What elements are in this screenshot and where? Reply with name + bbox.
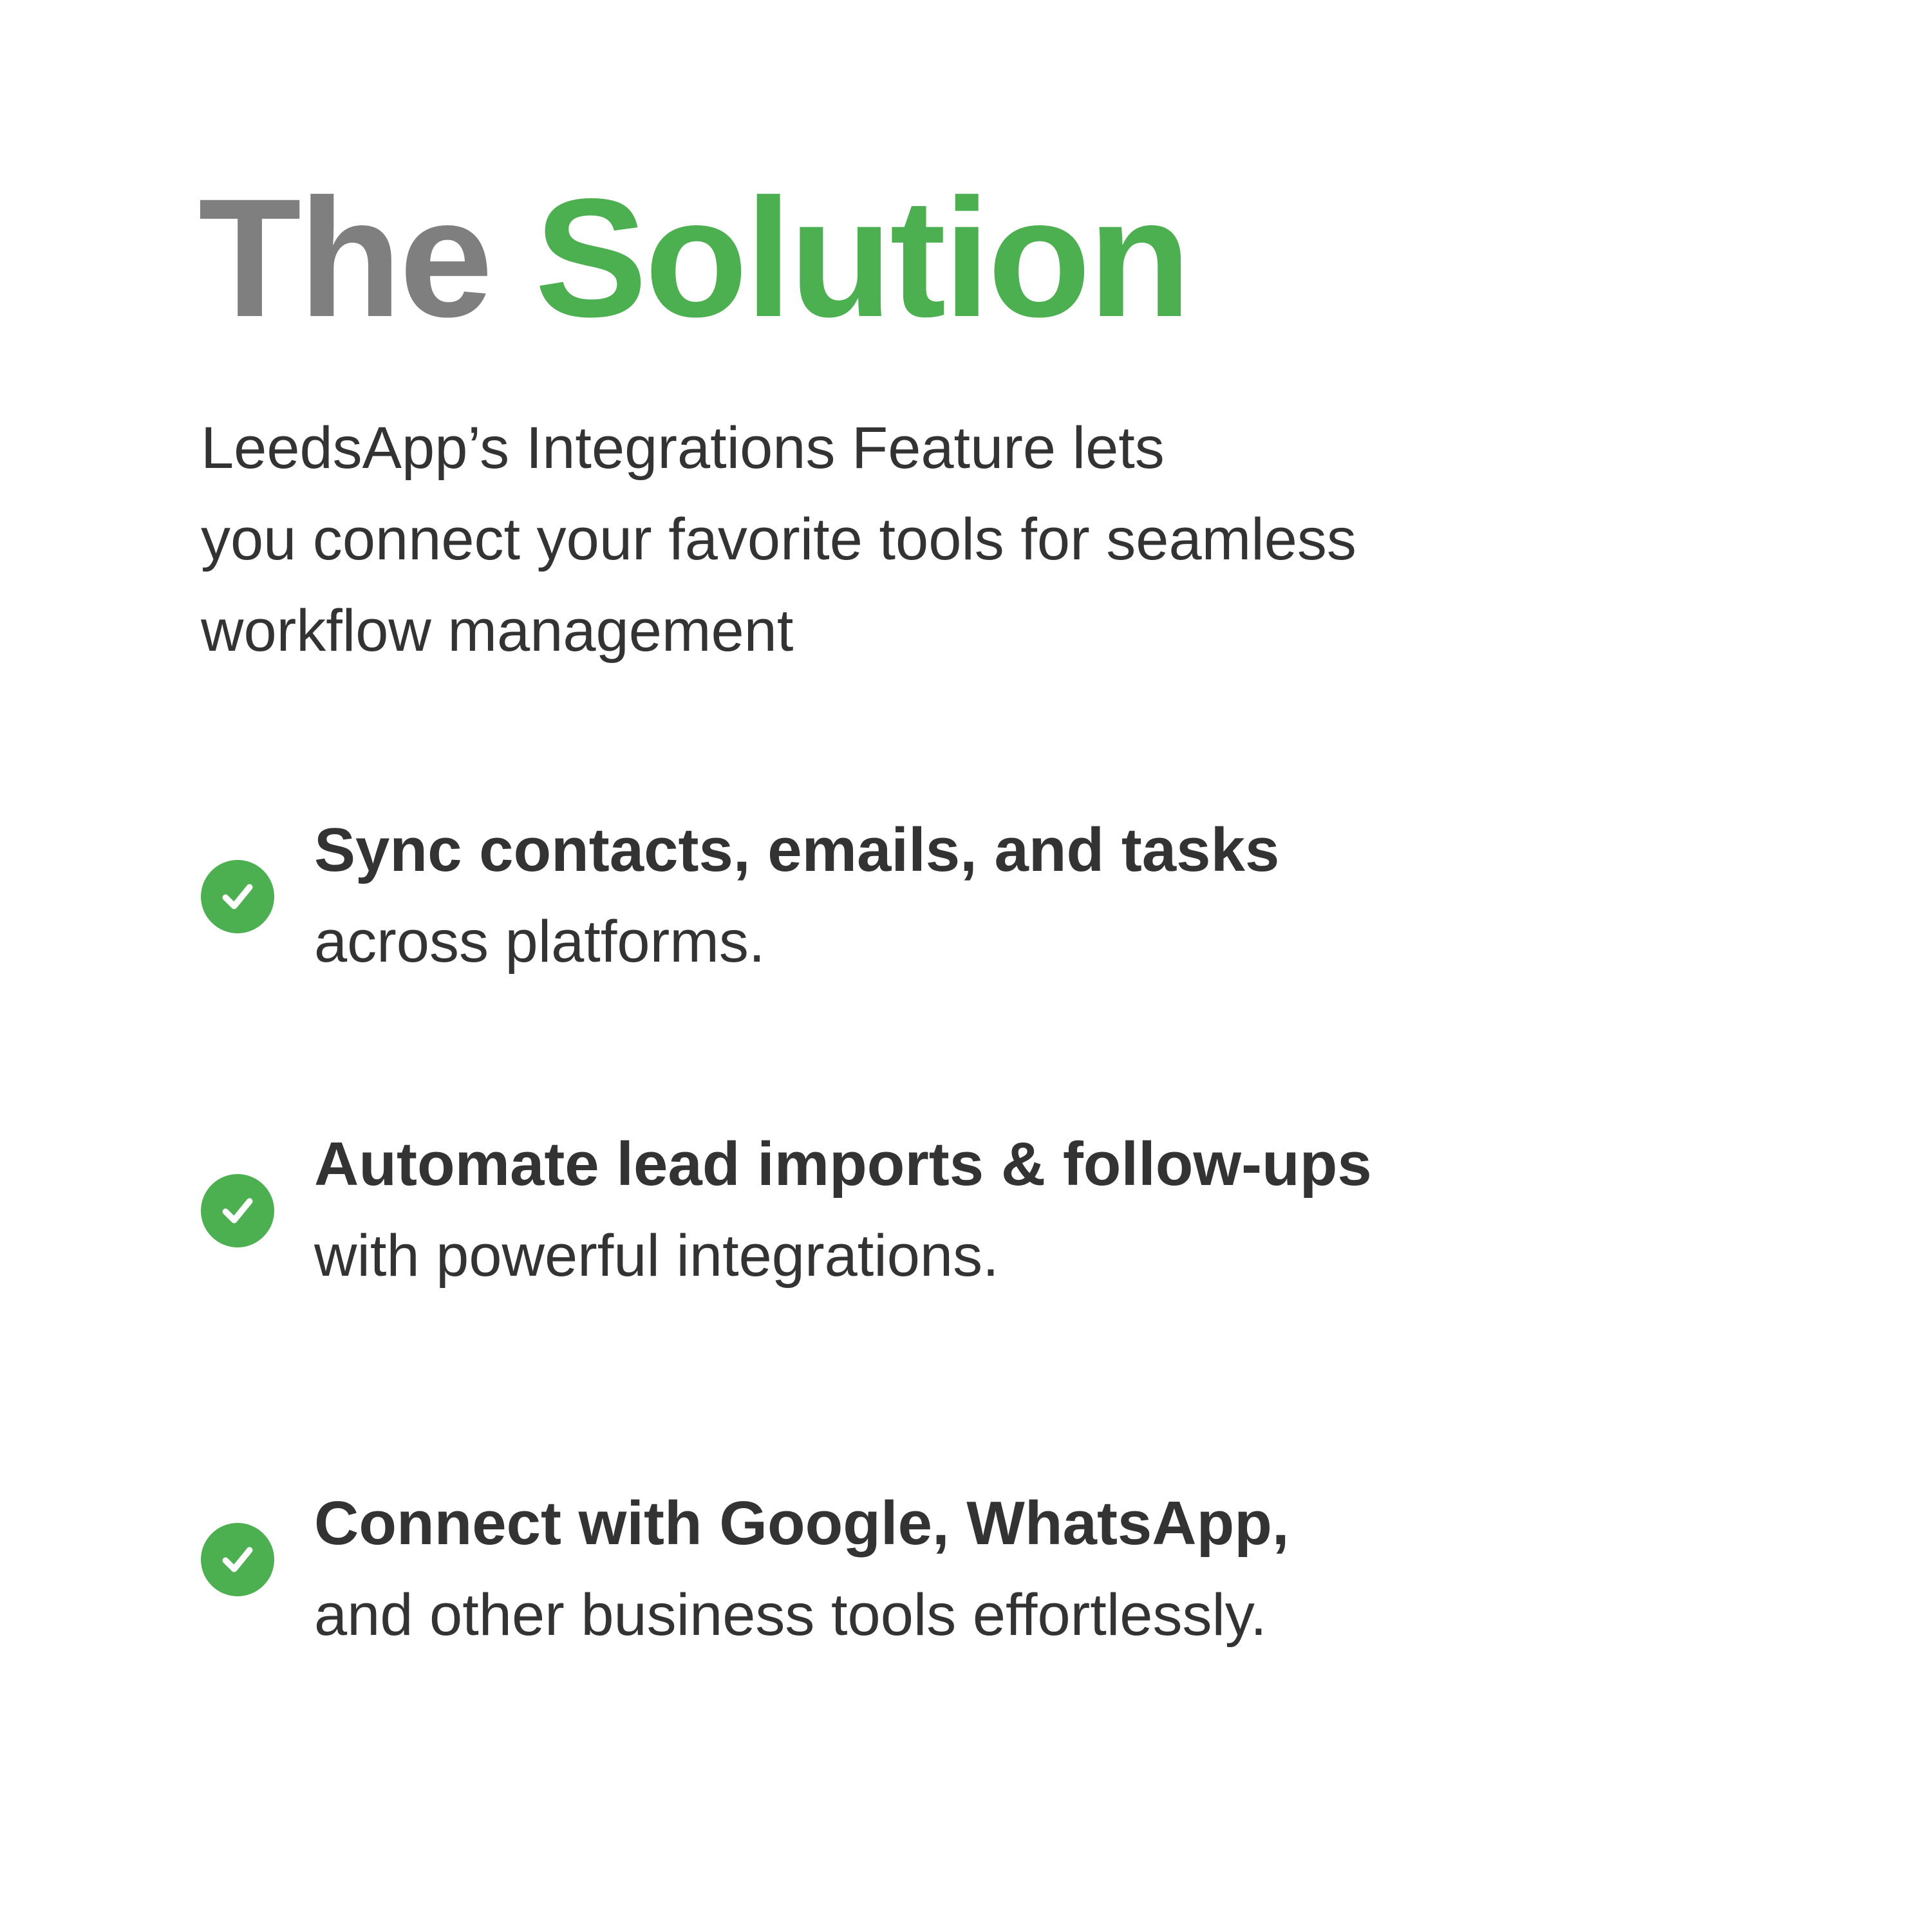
feature-text: Sync contacts, emails, and tasks across … bbox=[314, 805, 1279, 987]
title-word-the: The bbox=[198, 163, 493, 352]
feature-description: across platforms. bbox=[314, 909, 765, 975]
feature-heading: Sync contacts, emails, and tasks bbox=[314, 816, 1280, 884]
feature-description: with powerful integrations. bbox=[314, 1223, 999, 1289]
feature-heading: Automate lead imports & follow-ups bbox=[314, 1130, 1372, 1199]
feature-heading: Connect with Google, WhatsApp, bbox=[314, 1489, 1290, 1558]
check-circle-icon bbox=[201, 1523, 274, 1596]
check-circle-icon bbox=[201, 1174, 274, 1247]
intro-paragraph: LeedsApp’s Integrations Feature lets you… bbox=[201, 402, 1553, 676]
intro-line: workflow management bbox=[201, 598, 794, 664]
page-title: The Solution bbox=[198, 174, 1191, 342]
feature-description: and other business tools effortlessly. bbox=[314, 1582, 1267, 1648]
title-word-solution: Solution bbox=[534, 163, 1192, 352]
check-circle-icon bbox=[201, 860, 274, 933]
feature-item: Automate lead imports & follow-ups with … bbox=[201, 1119, 1682, 1289]
feature-item: Connect with Google, WhatsApp, and other… bbox=[201, 1478, 1682, 1648]
feature-item: Sync contacts, emails, and tasks across … bbox=[201, 805, 1682, 975]
intro-line: LeedsApp’s Integrations Feature lets bbox=[201, 415, 1165, 481]
feature-text: Connect with Google, WhatsApp, and other… bbox=[314, 1478, 1290, 1661]
intro-line: you connect your favorite tools for seam… bbox=[201, 507, 1356, 572]
feature-text: Automate lead imports & follow-ups with … bbox=[314, 1119, 1372, 1301]
